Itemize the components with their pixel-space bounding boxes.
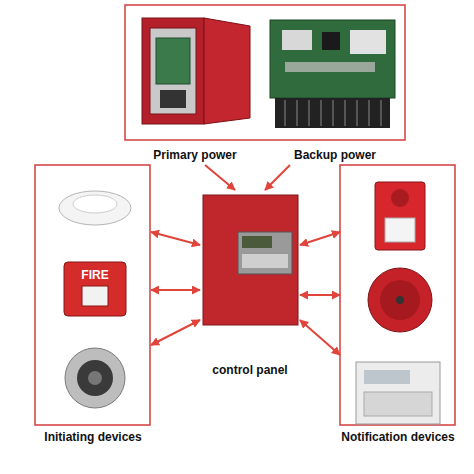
- heat-sink: [275, 98, 390, 128]
- board-chip: [322, 32, 340, 50]
- horn-grille: [391, 189, 409, 207]
- signal-arrow: [151, 320, 200, 345]
- signal-arrow: [300, 320, 340, 355]
- strobe-lens: [385, 218, 415, 242]
- board-connector: [285, 62, 375, 72]
- intercom-keys: [364, 392, 432, 416]
- enclosure-door: [204, 18, 250, 124]
- signal-arrow: [151, 289, 200, 291]
- bell-center: [396, 296, 404, 304]
- enclosure-back: [150, 28, 196, 114]
- device-group: Notification devices: [340, 165, 456, 447]
- heat-sink-fins: [285, 100, 381, 126]
- control-display: [238, 232, 292, 274]
- control-cabinet: [203, 195, 298, 325]
- device-group: control panel: [200, 190, 300, 380]
- horn-strobe: [375, 182, 425, 250]
- signal-arrow: [300, 294, 340, 296]
- intercom: [356, 362, 440, 424]
- board-chip: [282, 30, 312, 50]
- alarm-bell: [368, 268, 432, 332]
- device-marking: FIRE: [66, 268, 124, 282]
- smoke-detector-top: [73, 195, 117, 213]
- control-lcd: [242, 236, 272, 248]
- signal-arrow: [151, 232, 200, 245]
- signal-arrow: [300, 232, 340, 245]
- backup-board: [270, 20, 395, 98]
- flame-detector-lens: [77, 360, 113, 396]
- flame-detector-lens: [88, 371, 102, 385]
- notification-frame: [340, 165, 455, 425]
- device-group: Primary power: [140, 5, 250, 165]
- group-label: Initiating devices: [44, 430, 141, 447]
- bell-dome: [380, 280, 420, 320]
- power-enclosure: [142, 18, 204, 124]
- control-keys: [242, 254, 288, 268]
- smoke-detector: [59, 191, 131, 225]
- device-group: Backup power: [275, 5, 395, 165]
- signal-arrow: [265, 165, 290, 190]
- group-label: Backup power: [294, 148, 376, 165]
- group-label: Notification devices: [341, 430, 454, 447]
- power-frame: [125, 5, 405, 140]
- group-label: Primary power: [153, 148, 236, 165]
- initiating-frame: [35, 165, 150, 425]
- power-board: [156, 38, 190, 84]
- signal-arrow: [205, 165, 235, 190]
- group-label: control panel: [212, 363, 287, 380]
- flame-detector: [65, 348, 125, 408]
- pull-handle: [82, 286, 108, 306]
- board-chip: [350, 30, 386, 54]
- pull-station: [64, 262, 126, 316]
- power-battery: [160, 90, 186, 108]
- device-group: Initiating devices: [35, 165, 151, 447]
- intercom-display: [364, 370, 410, 384]
